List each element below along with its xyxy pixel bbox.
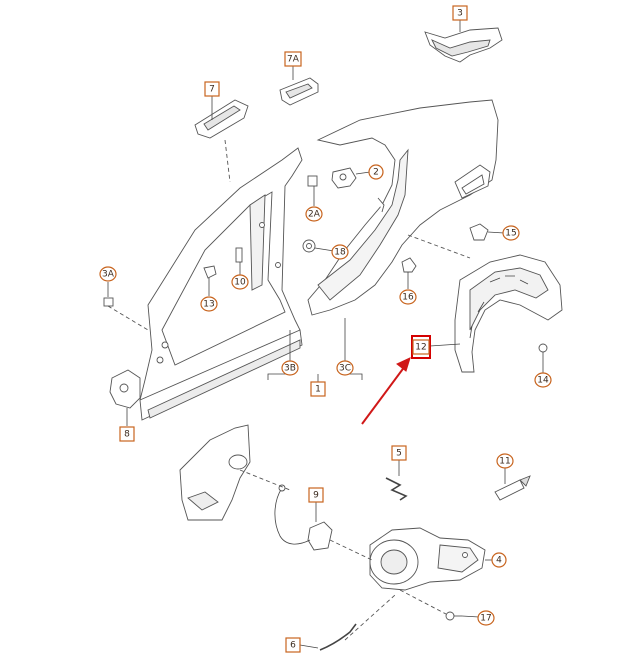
- callout-3a-frame: [99, 266, 117, 282]
- callout-11: 11: [496, 453, 514, 469]
- part-11-sealant-tube: [494, 475, 531, 501]
- callout-3a: 3A: [99, 266, 117, 282]
- callout-9-text: 9: [313, 491, 319, 501]
- callout-17-text: 17: [480, 614, 491, 624]
- callout-16-frame: [399, 289, 417, 305]
- callout-17: 17: [477, 610, 495, 626]
- callout-15-text: 15: [505, 229, 516, 239]
- part-18-grommet: [302, 239, 316, 253]
- callout-18-text: 18: [334, 248, 346, 258]
- callout-8-text: 8: [124, 430, 130, 440]
- part-3-reinforcement: [424, 27, 503, 63]
- part-15-clip: [469, 223, 489, 241]
- callout-3-frame: [452, 5, 468, 21]
- callout-14-text: 14: [537, 376, 549, 386]
- part-9-actuator: [274, 484, 333, 551]
- part-13-clip: [203, 265, 217, 279]
- callout-15-frame: [502, 225, 520, 241]
- part-2-hinge-bracket: [331, 167, 357, 189]
- callout-7-text: 7: [209, 85, 215, 95]
- part-4-fuel-filler-housing: [369, 527, 486, 591]
- callout-12-frame: [412, 339, 430, 355]
- callout-3c-text: 3C: [339, 364, 351, 374]
- callout-7: 7: [204, 81, 220, 97]
- callout-3c: 3C: [336, 360, 354, 376]
- callout-8-frame: [119, 426, 135, 442]
- part-5-spring: [385, 477, 408, 501]
- callout-17-frame: [477, 610, 495, 626]
- part-10-pin: [235, 247, 243, 263]
- rear-quarter-panel: [307, 99, 499, 316]
- callout-3-text: 3: [457, 9, 463, 19]
- fuel-area-body-section: [179, 424, 251, 521]
- body-side-panel-front: [139, 147, 303, 421]
- callout-3b-text: 3B: [284, 364, 296, 374]
- callout-16-text: 16: [402, 293, 414, 303]
- callout-3b-frame: [281, 360, 299, 376]
- part-7-bracket: [194, 99, 249, 139]
- callout-1-frame: [310, 381, 326, 397]
- part-16-clip: [401, 257, 417, 273]
- part-6-cable: [319, 623, 357, 651]
- callout-10-text: 10: [234, 278, 246, 288]
- callout-9-frame: [308, 487, 324, 503]
- callout-16: 16: [399, 289, 417, 305]
- callout-12-text: 12: [415, 343, 426, 353]
- callout-13-text: 13: [203, 300, 214, 310]
- callout-14-frame: [534, 372, 552, 388]
- part-14-screw: [538, 343, 548, 358]
- callout-1: 1: [310, 381, 326, 397]
- callout-3a-text: 3A: [102, 270, 115, 280]
- callout-6-text: 6: [290, 641, 296, 651]
- callout-7a-text: 7A: [287, 55, 300, 65]
- callout-10: 10: [231, 274, 249, 290]
- part-8-bracket: [109, 369, 141, 409]
- leader-lines: [107, 20, 544, 649]
- callout-4-frame: [491, 552, 507, 568]
- callout-10-frame: [231, 274, 249, 290]
- callout-3b: 3B: [281, 360, 299, 376]
- callout-4: 4: [491, 552, 507, 568]
- callout-5-text: 5: [396, 449, 402, 459]
- callout-11-text: 11: [499, 457, 510, 467]
- part-17-screw: [445, 611, 462, 621]
- highlight-box-part-12: [411, 335, 431, 359]
- callout-6: 6: [285, 637, 301, 653]
- callout-12: 12: [412, 339, 430, 355]
- callout-2: 2: [368, 164, 384, 180]
- callout-18-frame: [331, 244, 349, 260]
- callout-7-frame: [204, 81, 220, 97]
- callout-5-frame: [391, 445, 407, 461]
- callout-15: 15: [502, 225, 520, 241]
- callout-3: 3: [452, 5, 468, 21]
- callout-7a-frame: [284, 51, 302, 67]
- callout-11-frame: [496, 453, 514, 469]
- callout-5: 5: [391, 445, 407, 461]
- part-12-wheel-arch-liner: [454, 254, 563, 373]
- callout-2a-frame: [305, 206, 323, 222]
- part-7a-bracket: [279, 77, 319, 106]
- pointer-arrow: [361, 357, 411, 425]
- part-2a-clip: [307, 175, 318, 187]
- callout-18: 18: [331, 244, 349, 260]
- callout-2-text: 2: [373, 168, 379, 178]
- callout-4-text: 4: [496, 556, 502, 566]
- callout-2-frame: [368, 164, 384, 180]
- part-3a-clip: [103, 297, 114, 307]
- callout-7a: 7A: [284, 51, 302, 67]
- callout-9: 9: [308, 487, 324, 503]
- callout-2a: 2A: [305, 206, 323, 222]
- callout-13: 13: [200, 296, 218, 312]
- callout-13-frame: [200, 296, 218, 312]
- callout-3c-frame: [336, 360, 354, 376]
- callout-8: 8: [119, 426, 135, 442]
- callout-6-frame: [285, 637, 301, 653]
- callout-2a-text: 2A: [308, 210, 321, 220]
- callout-1-text: 1: [315, 385, 321, 395]
- callout-14: 14: [534, 372, 552, 388]
